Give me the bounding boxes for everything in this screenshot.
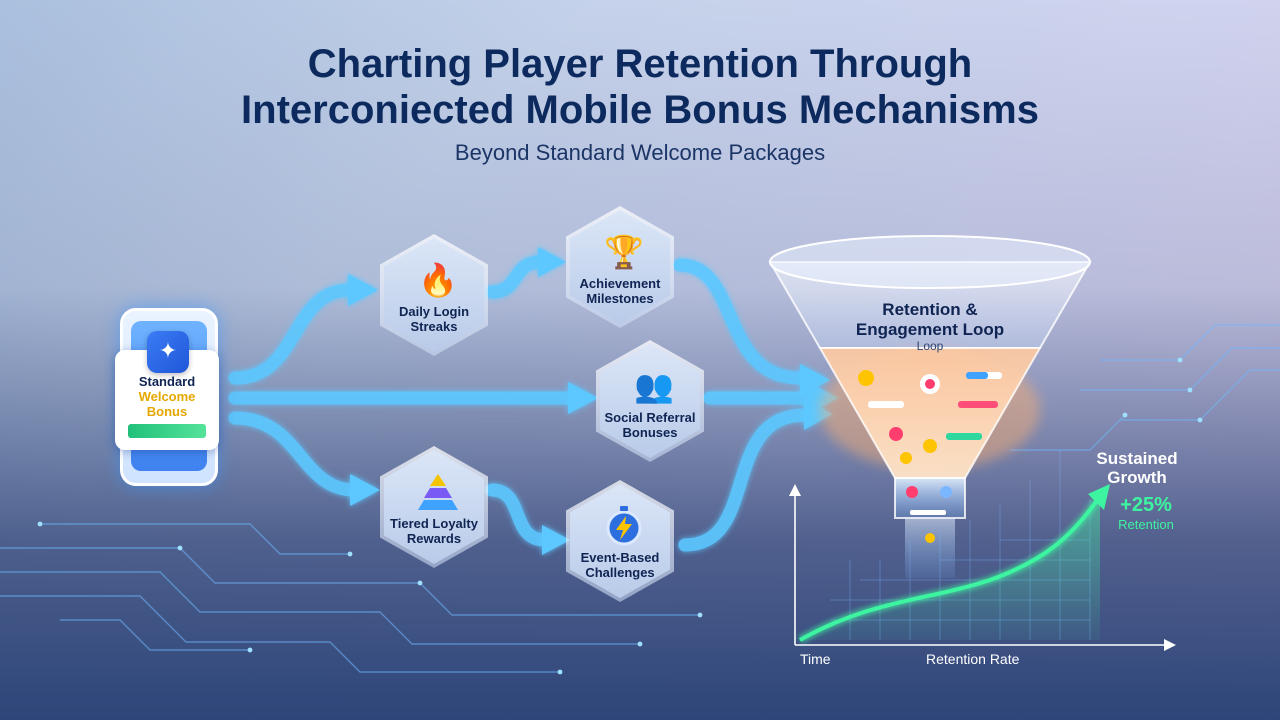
growth-arrowhead	[1088, 484, 1110, 510]
event-based-challenges-line-2: Challenges	[585, 565, 655, 580]
growth-line	[799, 494, 1102, 642]
trophy-icon: 🏆	[604, 233, 644, 271]
growth-axes	[794, 492, 1168, 646]
funnel-tokens	[858, 370, 1002, 543]
arrow-daily-to-achievement	[485, 255, 547, 299]
title-line-2: Interconiected Mobile Bonus Mechanisms	[241, 88, 1039, 132]
tiered-loyalty-rewards-line-1: Tiered Loyalty	[390, 516, 478, 531]
arrow-tiered-to-event	[485, 483, 552, 547]
arrow-start-to-daily	[228, 283, 357, 385]
daily-login-streaks-line-1: Daily Login	[398, 304, 470, 319]
event-based-challenges-line-1: Event-Based	[580, 550, 660, 565]
standard-welcome-bonus-line-2: Welcome	[138, 389, 196, 404]
people-book-icon: ✦	[147, 331, 189, 373]
tiered-loyalty-rewards-line-2: Rewards	[406, 531, 462, 546]
achievement-milestones-label: Achievement Milestones	[566, 276, 674, 306]
node-social-referral-bonuses[interactable]: 👥 Social Referral Bonuses	[596, 340, 704, 462]
sustained-growth-line-1: Sustained	[1096, 449, 1178, 468]
node-achievement-milestones[interactable]: 🏆 Achievement Milestones	[566, 206, 674, 328]
arrow-start-to-tiered	[228, 411, 362, 497]
x-axis-label-time: Time	[800, 651, 831, 667]
tiered-loyalty-rewards-label: Tiered Loyalty Rewards	[380, 516, 488, 546]
standard-welcome-bonus-line-3: Bonus	[146, 404, 188, 419]
growth-unit: Retention	[1118, 517, 1174, 532]
social-referral-bonuses-line-2: Bonuses	[622, 425, 678, 440]
pyramid-icon	[414, 470, 462, 514]
funnel-title-line-1: Retention &	[882, 300, 978, 319]
arrow-event-to-funnel	[678, 408, 812, 552]
node-daily-login-streaks[interactable]: 🔥 Daily Login Streaks	[380, 234, 488, 356]
growth-percent: +25%	[1120, 494, 1172, 516]
stopwatch-lightning-icon	[600, 504, 648, 548]
event-based-challenges-label: Event-Based Challenges	[566, 550, 674, 580]
daily-login-streaks-line-2: Streaks	[410, 319, 458, 334]
title-line-1: Charting Player Retention Through	[307, 42, 973, 86]
subtitle: Beyond Standard Welcome Packages	[454, 140, 826, 165]
calendar-flame-icon: 🔥	[418, 261, 458, 299]
node-event-based-challenges[interactable]: Event-Based Challenges	[566, 480, 674, 602]
welcome-bonus-progress-bar	[128, 424, 206, 438]
arrow-achievement-to-funnel	[673, 258, 807, 385]
funnel-title-line-2: Engagement Loop	[855, 320, 1005, 339]
sustained-growth-line-2: Growth	[1107, 468, 1167, 487]
axis-label-retention-rate: Retention Rate	[926, 651, 1020, 667]
people-link-icon: 👥	[634, 367, 674, 405]
standard-welcome-bonus-line-1: Standard	[138, 374, 196, 389]
social-referral-bonuses-label: Social Referral Bonuses	[596, 410, 704, 440]
daily-login-streaks-label: Daily Login Streaks	[380, 304, 488, 334]
social-referral-bonuses-line-1: Social Referral	[604, 410, 696, 425]
achievement-milestones-line-2: Milestones	[586, 291, 654, 306]
achievement-milestones-line-1: Achievement	[579, 276, 661, 291]
standard-welcome-bonus-label: Standard Welcome Bonus	[115, 374, 219, 419]
funnel-subtitle: Loop	[916, 339, 944, 353]
funnel-title: Retention & Engagement Loop	[830, 300, 1030, 340]
sustained-growth-label: Sustained Growth	[1082, 449, 1192, 487]
